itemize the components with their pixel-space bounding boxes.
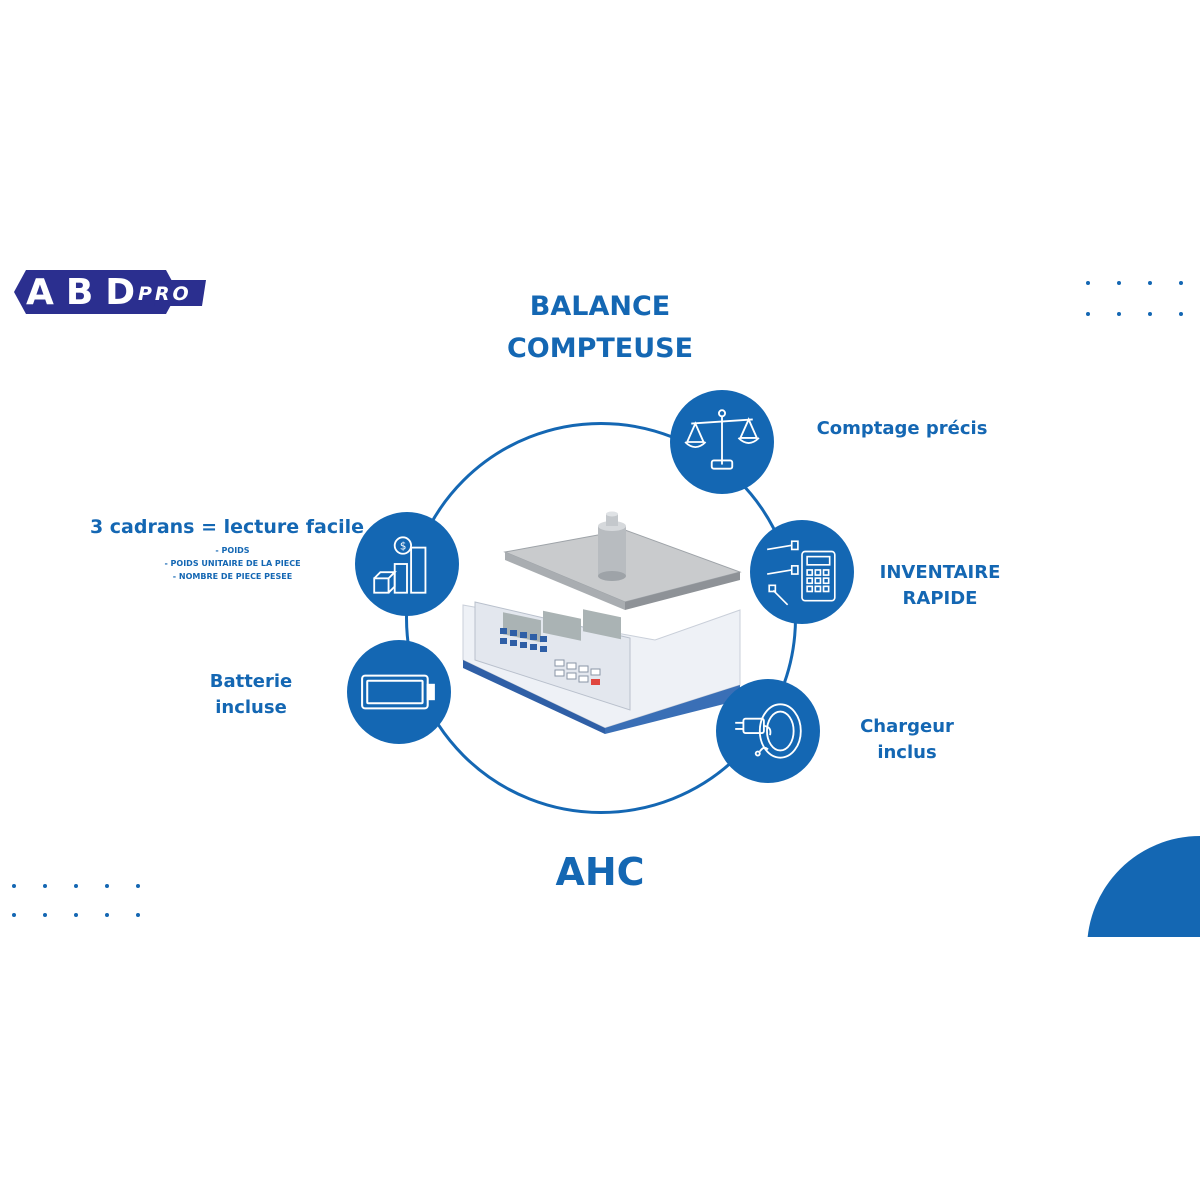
title-line-1: BALANCE	[529, 291, 671, 322]
dot-pattern-top-right	[1086, 281, 1196, 321]
batterie-line-1: Batterie	[209, 671, 293, 692]
detail-poids: - POIDS	[215, 546, 250, 555]
detail-nombre-piece: - NOMBRE DE PIECE PESEE	[172, 572, 293, 581]
batterie-line-2: incluse	[215, 697, 287, 718]
dot-pattern-bottom-left	[12, 884, 152, 924]
chargeur-line-1: Chargeur	[860, 716, 954, 737]
logo-suffix: PRO	[138, 283, 192, 305]
logo-text: ABD	[26, 272, 148, 313]
title-line-2: COMPTEUSE	[506, 333, 694, 364]
cadrans-details: - POIDS - POIDS UNITAIRE DE LA PIECE - N…	[140, 544, 325, 583]
inventaire-line-2: RAPIDE	[902, 588, 978, 609]
svg-text:$: $	[400, 541, 407, 553]
batterie-bubble	[347, 640, 451, 744]
corner-decoration	[1087, 836, 1200, 937]
page-title: BALANCE COMPTEUSE	[400, 286, 800, 370]
chargeur-label: Chargeur inclus	[840, 714, 974, 766]
cadrans-bubble: $	[355, 512, 459, 616]
brand-logo: ABD PRO	[8, 266, 208, 318]
comptage-bubble	[670, 390, 774, 494]
detail-poids-unitaire: - POIDS UNITAIRE DE LA PIECE	[164, 559, 301, 568]
chargeur-bubble	[716, 679, 820, 783]
inventaire-line-1: INVENTAIRE	[879, 562, 1001, 583]
batterie-label: Batterie incluse	[185, 669, 317, 721]
cadrans-label: 3 cadrans = lecture facile	[89, 516, 365, 538]
chargeur-line-2: inclus	[877, 742, 937, 763]
battery-icon	[361, 674, 435, 710]
counting-scale-image	[455, 510, 745, 735]
comptage-label: Comptage précis	[816, 418, 988, 439]
coins-chart-icon: $	[373, 536, 427, 594]
charger-plug-icon	[735, 703, 802, 759]
balance-scale-icon	[684, 409, 760, 470]
inventaire-label: INVENTAIRE RAPIDE	[860, 560, 1020, 612]
inventaire-bubble	[750, 520, 854, 624]
screws-calculator-icon	[767, 540, 836, 606]
model-name: AHC	[555, 850, 645, 894]
